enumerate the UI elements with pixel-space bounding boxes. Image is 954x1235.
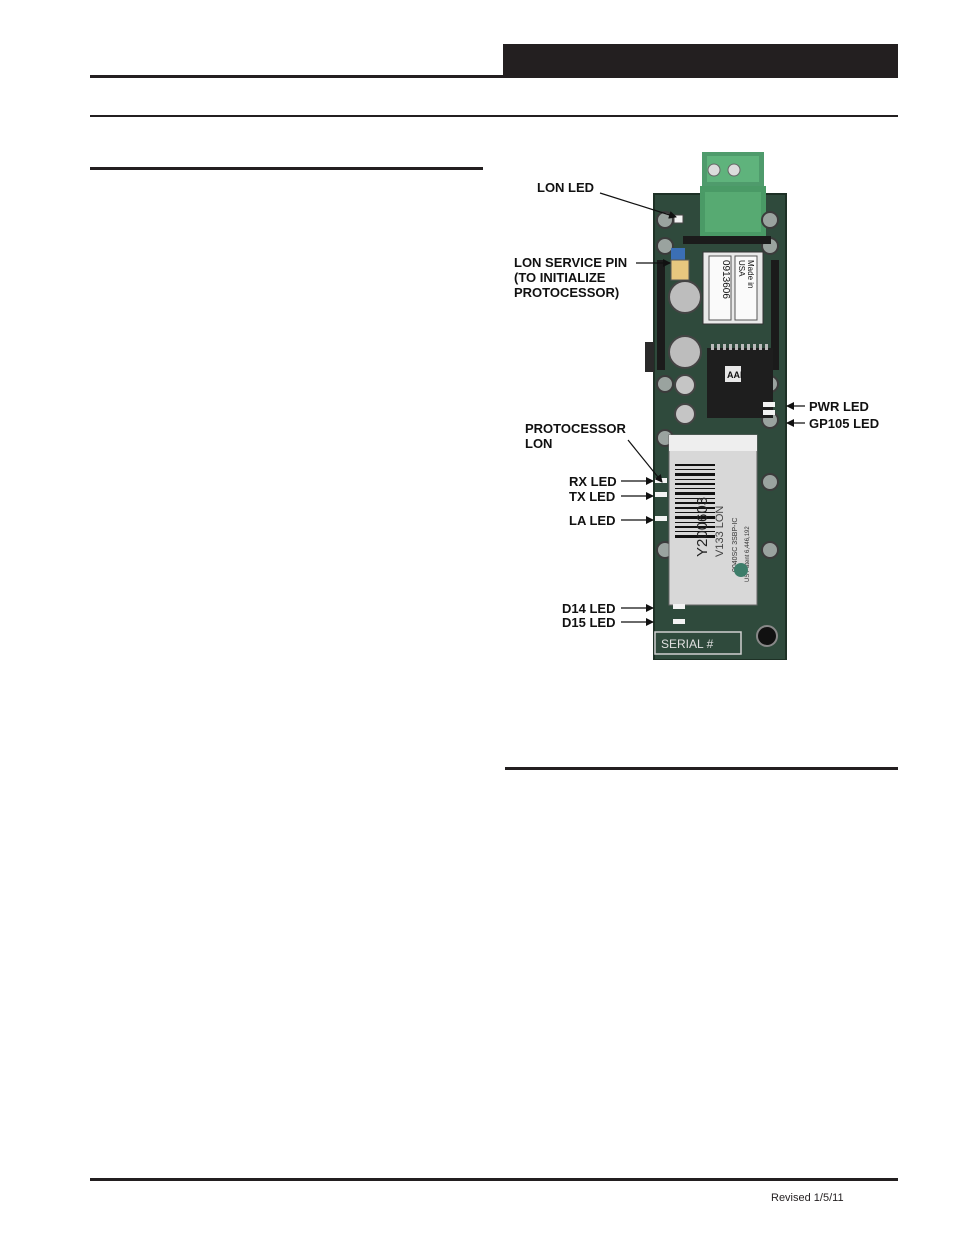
callout-lon-led: LON LED (537, 180, 595, 195)
module-fine-print: 0040SC 3SBP-IC (732, 518, 739, 572)
protocessor-board-photo: 0913606 Made inUSA AAI Y200603 V133 LON … (645, 152, 787, 660)
left-column-section-rule (90, 167, 483, 170)
right-column-section-rule (505, 767, 898, 770)
chip-serial-number: 0913606 (720, 260, 731, 299)
serial-label: SERIAL # (661, 637, 714, 651)
header-rule-second (90, 115, 898, 117)
callout-la-led: LA LED (569, 513, 616, 528)
callout-d15-led: D15 LED (562, 615, 616, 630)
footer-revised-date: Revised 1/5/11 (771, 1192, 844, 1204)
callout-rx-led: RX LED (569, 474, 617, 489)
callout-tx-led: TX LED (569, 489, 616, 504)
module-code: Y200603 (694, 497, 711, 557)
callout-d14-led: D14 LED (562, 601, 616, 616)
header-black-tab (503, 44, 898, 78)
chip-made-in-label: Made inUSA (737, 260, 755, 288)
chip-logo: AAI (727, 370, 743, 380)
callout-gp105-led: GP105 LED (809, 416, 880, 431)
module-patent: US Patent 6,446,192 (745, 526, 751, 582)
callout-pwr-led: PWR LED (809, 399, 869, 414)
callout-lon-service-pin: LON SERVICE PIN (TO INITIALIZE PROTOCESS… (514, 255, 628, 300)
module-model: V133 LON (714, 506, 726, 557)
footer-rule (90, 1178, 898, 1181)
header-rule-top (90, 75, 503, 78)
callout-protocessor-lon: PROTOCESSOR LON (525, 421, 626, 451)
